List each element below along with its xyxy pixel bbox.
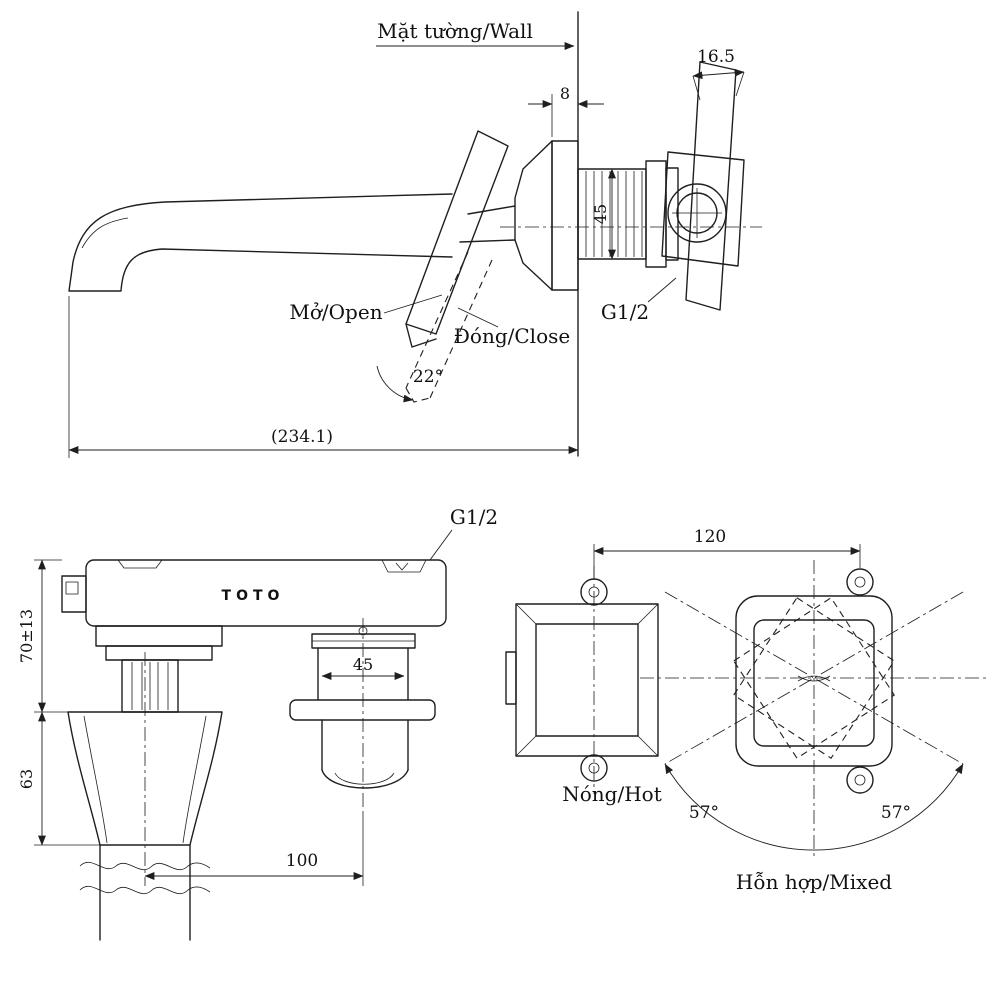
dimension-wall-offset: 8 [528, 84, 604, 137]
dimension-handle-depth: 16.5 [692, 47, 745, 101]
handle-assembly-front [67, 625, 223, 941]
spout-assembly-front [289, 618, 436, 886]
wall-dimension-label: Mặt tường/Wall [376, 19, 575, 50]
dimension-mount-height: 70±13 [17, 559, 68, 713]
dimension-center-spacing: 100 [144, 851, 364, 880]
open-angle-dimension: 22° [376, 365, 443, 403]
thread-spec-front-label: G1/2 [450, 505, 498, 529]
break-line-2 [79, 885, 211, 895]
side-view: Mặt tường/Wall 22° Mở/Open Đóng/Close [68, 11, 762, 458]
thread-spec-side: G1/2 [601, 277, 677, 324]
plan-view: 57° 57° 120 Nóng/Hot Hỗn hợp/Mixed [505, 527, 988, 894]
open-angle-value: 22° [413, 367, 443, 387]
faucet-body: TOTO [61, 559, 447, 627]
dimension-body-height: 45 [591, 168, 616, 260]
dimension-valve-spacing: 120 [593, 527, 861, 578]
dim-spout-diameter-value: 45 [353, 655, 373, 674]
inlet-port-outer [667, 183, 727, 243]
dim-body-height-value: 45 [591, 204, 610, 224]
swing-angle-left-value: 57° [689, 803, 719, 823]
dim-mount-height-value: 70±13 [17, 609, 36, 663]
mixed-label: Hỗn hợp/Mixed [736, 870, 892, 894]
handle-lever-closed [405, 130, 516, 348]
dim-handle-depth-value: 16.5 [697, 47, 735, 67]
swing-angle-right-value: 57° [881, 803, 911, 823]
thread-spec-front: G1/2 [429, 505, 498, 561]
handle-swing-positions [733, 597, 895, 759]
mount-lug-top-right [846, 568, 874, 596]
hot-label: Nóng/Hot [562, 782, 661, 806]
dim-wall-offset-value: 8 [560, 84, 570, 103]
dimension-spout-diameter: 45 [321, 655, 405, 680]
spout-side [68, 193, 453, 292]
swing-centerlines [640, 560, 988, 860]
dimension-total-length: (234.1) [68, 296, 579, 458]
valve-escutcheon [514, 140, 579, 291]
thread-spec-side-label: G1/2 [601, 300, 649, 324]
hot-valve-body [505, 566, 659, 794]
break-line-1 [79, 861, 211, 871]
brand-logo: TOTO [222, 588, 285, 604]
mount-lug-bottom-right [846, 766, 874, 794]
wall-label: Mặt tường/Wall [377, 19, 533, 43]
dim-total-length-value: (234.1) [271, 427, 333, 447]
front-view: G1/2 TOTO [17, 505, 498, 941]
swing-arc: 57° 57° [664, 763, 964, 851]
dimension-handle-height: 63 [17, 711, 100, 846]
dim-handle-height-value: 63 [17, 769, 36, 789]
handle-lever-open-dashed [405, 251, 493, 403]
dim-center-spacing-value: 100 [286, 851, 318, 871]
open-label: Mở/Open [289, 300, 382, 324]
mounting-plate [661, 61, 745, 311]
close-label: Đóng/Close [454, 324, 570, 348]
dim-valve-spacing-value: 120 [694, 527, 726, 547]
